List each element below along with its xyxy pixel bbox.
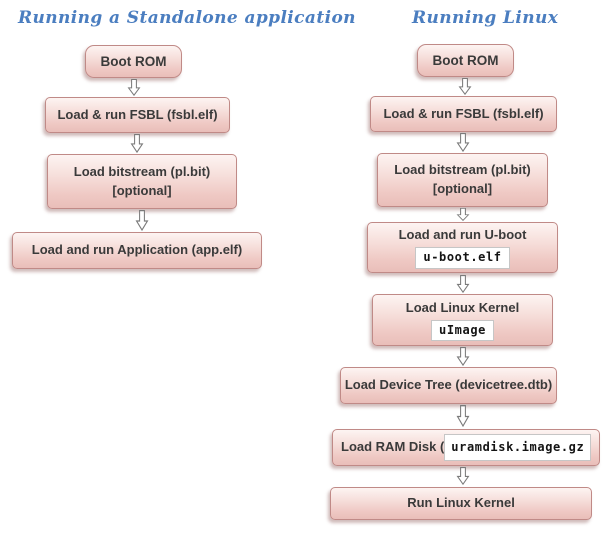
- down-arrow-icon: [459, 78, 471, 95]
- code-chip-uboot: u-boot.elf: [415, 247, 510, 269]
- flow-node-fsbl-standalone: Load & run FSBL (fsbl.elf): [45, 97, 230, 133]
- linux-chart-title: Running Linux: [412, 8, 559, 28]
- flow-node-label: Load bitstream (pl.bit): [73, 163, 211, 179]
- flow-node-run-linux-kernel: Run Linux Kernel: [330, 487, 592, 520]
- down-arrow-icon: [457, 275, 469, 293]
- flow-node-label: Boot ROM: [432, 52, 499, 68]
- flow-node-label: Load Device Tree (devicetree.dtb): [344, 377, 553, 393]
- flow-node-label: Load RAM Disk (: [341, 439, 445, 455]
- flow-node-uboot: Load and run U-boot u-boot.elf: [367, 222, 558, 273]
- code-chip-uimage: uImage: [431, 319, 494, 342]
- flow-node-device-tree: Load Device Tree (devicetree.dtb): [340, 367, 557, 404]
- flow-node-label: Load and run Application (app.elf): [31, 242, 243, 258]
- flow-node-bitstream-standalone: Load bitstream (pl.bit) [optional]: [47, 154, 237, 209]
- flow-node-label: Load bitstream (pl.bit): [394, 162, 531, 178]
- flow-node-ram-disk: Load RAM Disk ( uramdisk.image.gz: [332, 429, 600, 466]
- flow-node-boot-rom-standalone: Boot ROM: [85, 45, 182, 78]
- down-arrow-icon: [135, 210, 149, 231]
- down-arrow-icon: [456, 133, 470, 152]
- flow-node-label: Boot ROM: [100, 53, 167, 69]
- flow-node-bitstream-linux: Load bitstream (pl.bit) [optional]: [377, 153, 548, 207]
- flow-node-fsbl-linux: Load & run FSBL (fsbl.elf): [370, 96, 557, 132]
- flow-node-application-standalone: Load and run Application (app.elf): [12, 232, 262, 269]
- flow-node-sublabel: [optional]: [112, 182, 172, 198]
- down-arrow-icon: [128, 79, 140, 96]
- flow-node-label: Load & run FSBL (fsbl.elf): [57, 106, 218, 122]
- down-arrow-icon: [456, 347, 470, 366]
- standalone-chart-title: Running a Standalone application: [18, 8, 356, 28]
- flow-node-sublabel: [optional]: [432, 181, 493, 196]
- down-arrow-icon: [130, 134, 144, 153]
- flow-node-label: Load Linux Kernel: [405, 299, 520, 315]
- down-arrow-icon: [456, 405, 470, 427]
- code-chip-ramdisk: uramdisk.image.gz: [444, 433, 592, 462]
- flow-node-label: Run Linux Kernel: [407, 495, 515, 511]
- down-arrow-icon: [457, 467, 469, 485]
- down-arrow-icon: [457, 208, 469, 221]
- flow-node-linux-kernel-load: Load Linux Kernel uImage: [372, 294, 553, 346]
- flow-node-boot-rom-linux: Boot ROM: [417, 44, 514, 77]
- flow-node-label: Load & run FSBL (fsbl.elf): [383, 105, 544, 121]
- flow-node-label: Load and run U-boot: [398, 227, 527, 243]
